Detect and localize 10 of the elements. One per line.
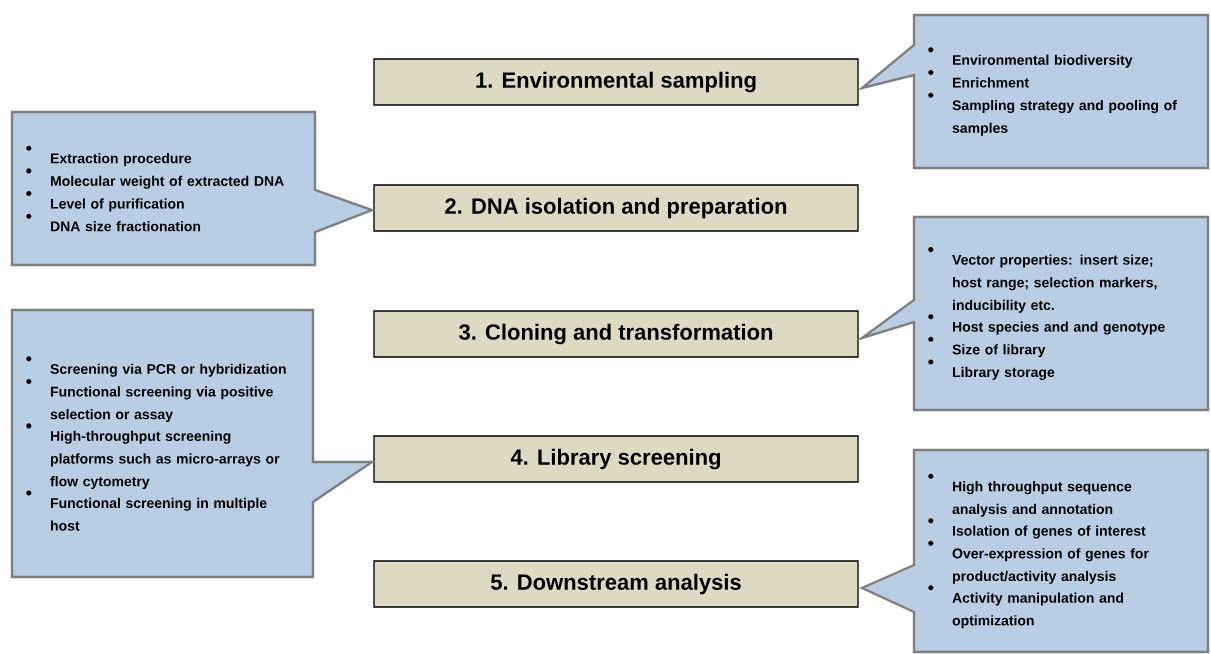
callout-box: Extraction procedure Molecular weight of extracted DNA Level of purification DNA size fractionation (10, 110, 376, 267)
step-box: 5. Downstream analysis (373, 560, 859, 608)
callout-box: Environmental biodiversity Enrichment Sampling strategy and pooling of samples (857, 13, 1210, 170)
callout-box: Vector properties: insert size; host range; selection markers, inducibility etc. Host species and and genotype Size of library Library storage (855, 215, 1210, 412)
step-box: 1. Environmental sampling (373, 58, 859, 106)
callout-box: Screening via PCR or hybridization Functional screening via positive selection or assay High-throughput screening platforms such as micro-arrays or flow cytometry Functional screening in multiple host (10, 308, 376, 579)
step-box: 4. Library screening (373, 435, 859, 483)
step-box: 2. DNA isolation and preparation (373, 184, 859, 232)
callout-box: High throughput sequence analysis and annotation Isolation of genes of interest Over-expression of genes for product/activity analysis Activity manipulation and optimization (859, 448, 1210, 654)
step-box: 3. Cloning and transformation (373, 310, 859, 358)
